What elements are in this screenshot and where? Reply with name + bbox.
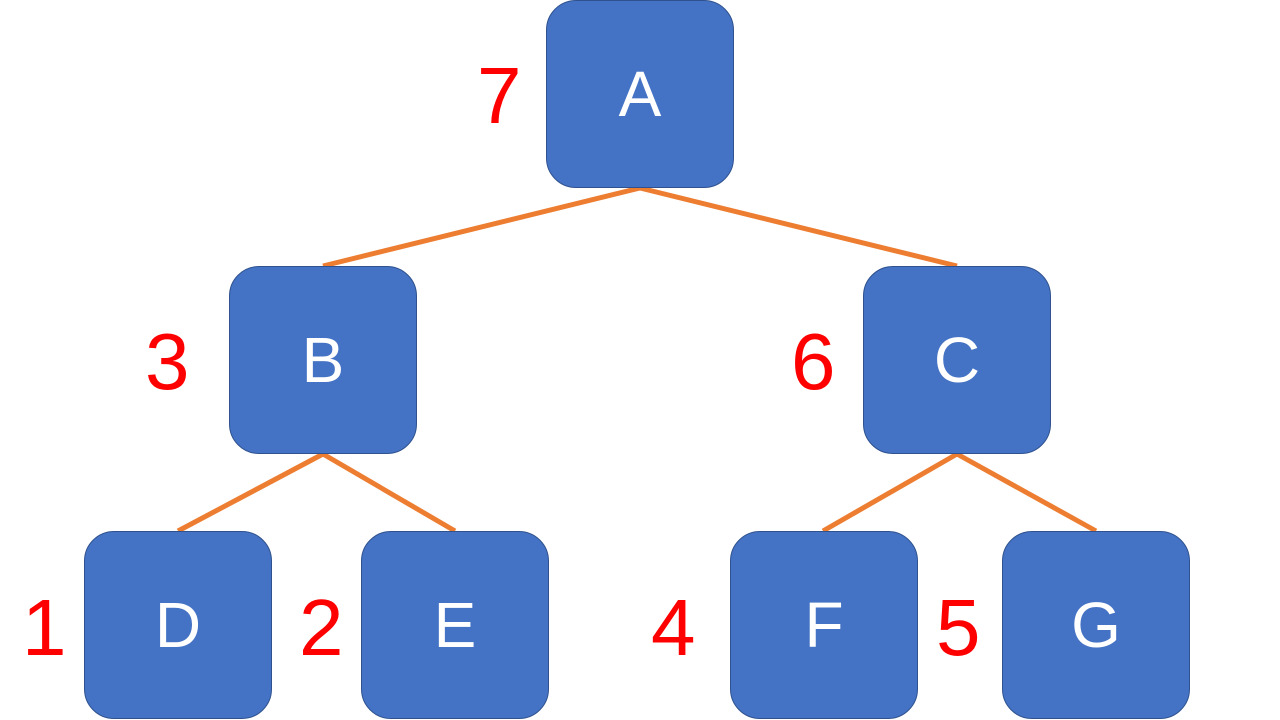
node-label-b: B	[301, 324, 345, 396]
order-number-e: 2	[299, 583, 344, 672]
tree-node-b: B	[229, 266, 417, 454]
edge-b-e	[321, 451, 457, 534]
tree-node-e: E	[361, 531, 549, 719]
order-number-b: 3	[145, 317, 190, 406]
order-number-g: 5	[936, 583, 981, 672]
edge-c-g	[955, 451, 1098, 534]
order-number-f: 4	[651, 583, 696, 672]
node-label-g: G	[1071, 589, 1121, 661]
edge-a-c	[639, 185, 958, 269]
node-label-f: F	[804, 589, 844, 661]
node-label-e: E	[433, 589, 477, 661]
tree-node-g: G	[1002, 531, 1190, 719]
order-number-d: 1	[22, 583, 67, 672]
node-label-d: D	[154, 589, 202, 661]
tree-node-d: D	[84, 531, 272, 719]
tree-node-a: A	[546, 0, 734, 188]
tree-node-c: C	[863, 266, 1051, 454]
node-label-c: C	[933, 324, 981, 396]
edge-c-f	[821, 451, 959, 534]
edge-a-b	[322, 185, 641, 269]
order-number-a: 7	[477, 51, 522, 140]
tree-node-f: F	[730, 531, 918, 719]
node-label-a: A	[618, 58, 662, 130]
order-number-c: 6	[791, 317, 836, 406]
edge-b-d	[176, 451, 325, 534]
